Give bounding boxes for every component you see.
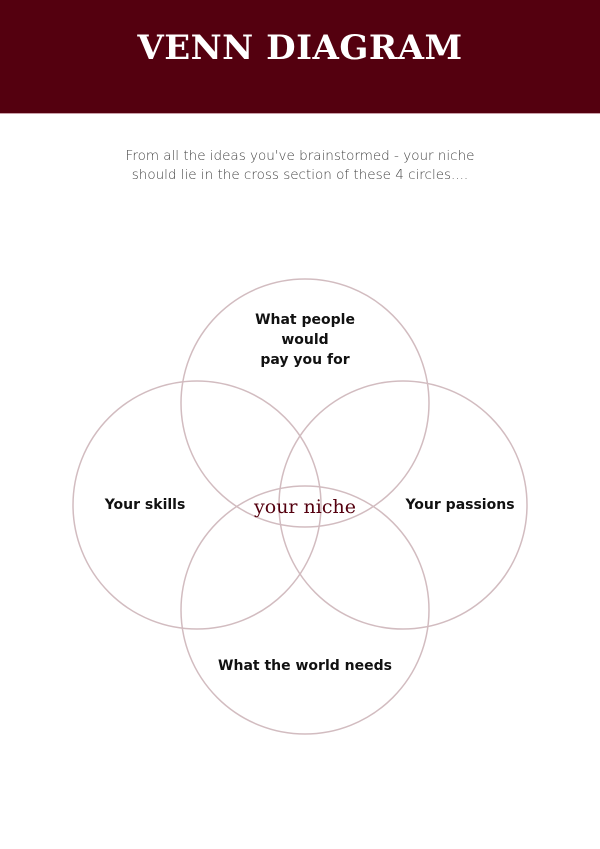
label-line: would (281, 332, 329, 348)
intro-text: From all the ideas you've brainstormed -… (100, 147, 500, 185)
intro-line-1: From all the ideas you've brainstormed -… (125, 148, 475, 164)
circle-right (278, 380, 528, 630)
label-world-needs: What the world needs (218, 658, 392, 674)
label-your-passions: Your passions (405, 497, 515, 513)
circle-left (72, 380, 322, 630)
label-line: pay you for (260, 352, 350, 368)
header-banner: VENN DIAGRAM (0, 0, 600, 114)
label-line: What people (255, 312, 355, 328)
circle-top (180, 278, 430, 528)
label-pay-you-for: What people would pay you for (225, 310, 385, 370)
intro-line-2: should lie in the cross section of these… (131, 167, 469, 183)
label-your-skills: Your skills (104, 497, 186, 513)
center-label-your-niche: your niche (254, 496, 356, 518)
circle-bottom (180, 485, 430, 735)
page-title: VENN DIAGRAM (137, 28, 463, 68)
